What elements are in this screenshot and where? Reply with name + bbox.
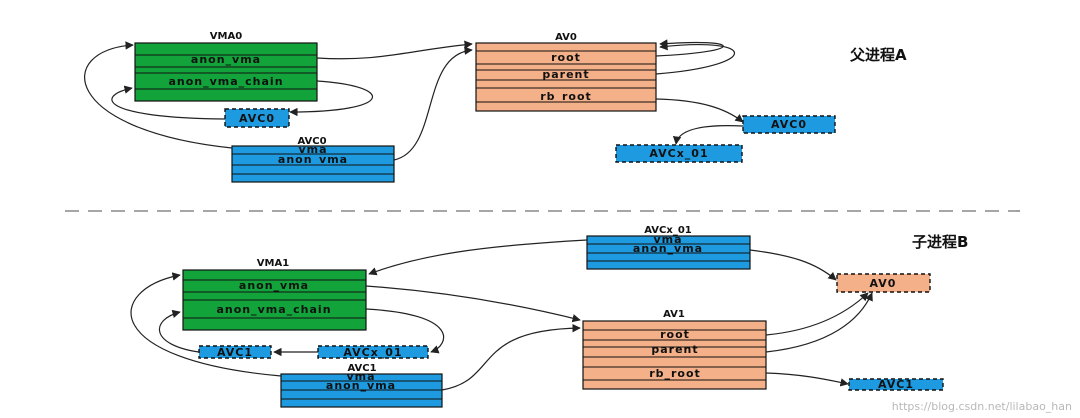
watermark-text: https://blog.csdn.net/lilabao_han: [892, 400, 1072, 413]
arrow-avcx01-anonvma-to-av0: [749, 249, 837, 281]
arrow-avc0-vma-to-vma0: [84, 41, 233, 149]
av1-box: [582, 320, 767, 390]
av0-field-rb-root: rb_root: [540, 90, 592, 103]
vma1-struct: VMA1 anon_vma anon_vma_chain: [182, 258, 367, 331]
arrow-vma1-to-av1: [365, 285, 581, 323]
arrow-av0-parent-self: [655, 42, 736, 75]
arrow-avc0-to-vma0-chain: [111, 85, 226, 120]
av1-field-root: root: [660, 328, 690, 341]
vma1-title: VMA1: [257, 258, 289, 269]
avc0-title: AVC0: [297, 136, 326, 147]
arrow-vma0-to-av0: [316, 40, 473, 60]
vma0-struct: VMA0 anon_vma anon_vma_chain: [134, 31, 318, 102]
arrow-avc1-to-vma1-chain: [158, 309, 200, 353]
avcx01-field-vma: vma: [653, 233, 682, 246]
vma1-field-anon-vma-chain: anon_vma_chain: [216, 303, 331, 316]
arrow-av1-rbroot-to-avc1: [765, 372, 849, 387]
avc0-box: [231, 145, 395, 183]
avc1-struct: AVC1 vma anon_vma: [280, 363, 443, 408]
avcx01-tree-node: AVCx_01: [615, 144, 743, 163]
vma0-title: VMA0: [210, 31, 242, 42]
av1-struct: AV1 root parent rb_root: [582, 309, 767, 390]
arrow-avc1-vma-to-vma1: [130, 272, 282, 377]
avc1-chain-label: AVC1: [217, 346, 253, 359]
child-arrows: [130, 239, 873, 391]
avc0-field-vma: vma: [298, 143, 327, 156]
arrow-vma0-chain-to-avc0: [289, 80, 374, 117]
arrow-av1-root-to-av0: [765, 292, 869, 336]
arrow-av1-parent-to-av0: [765, 292, 873, 353]
vma0-box: [134, 42, 318, 102]
av0-box: [475, 42, 657, 112]
avcx01-tree-label: AVCx_01: [649, 147, 708, 160]
parent-process-label: 父进程A: [849, 46, 907, 64]
av1-title: AV1: [663, 309, 685, 320]
av0-node-child: AV0: [836, 273, 931, 293]
avc1-field-vma: vma: [346, 370, 375, 383]
child-process-label: 子进程B: [912, 233, 968, 251]
arrow-vma1-chain-to-avcx01: [365, 308, 445, 354]
arrow-avc0-to-avcx01: [672, 125, 744, 145]
arrow-av0-rbroot-to-avc0: [655, 98, 744, 123]
arrow-avcx01-vma-to-vma1: [368, 239, 588, 276]
avc0-struct: AVC0 vma anon_vma: [231, 136, 395, 183]
avcx01-chain-label: AVCx_01: [343, 346, 402, 359]
arrow-avc1-anonvma-to-av1: [441, 323, 581, 391]
av0-field-root: root: [551, 51, 581, 64]
avcx01-title: AVCx_01: [644, 225, 692, 236]
av0-struct: AV0 root parent rb_root: [475, 32, 657, 112]
avcx01-struct: AVCx_01 vma anon_vma: [586, 225, 751, 270]
avc1-tree-node: AVC1: [848, 378, 944, 391]
arrow-avc0-anonvma-to-av0: [393, 46, 473, 161]
av1-field-parent: parent: [651, 343, 698, 356]
avc0-tree-label: AVC0: [771, 118, 807, 131]
av0-child-label: AV0: [870, 277, 897, 290]
vma0-field-anon-vma: anon_vma: [191, 53, 261, 66]
parent-arrows: [84, 39, 744, 161]
avc1-tree-label: AVC1: [878, 378, 914, 391]
vma0-field-anon-vma-chain: anon_vma_chain: [168, 75, 283, 88]
avcx01-field-anon-vma: anon_vma: [633, 242, 703, 255]
av0-field-parent: parent: [542, 68, 589, 81]
avcx01-chain-node: AVCx_01: [317, 345, 429, 359]
avc1-chain-node: AVC1: [198, 345, 272, 359]
av1-field-rb-root: rb_root: [649, 367, 701, 380]
vma1-field-anon-vma: anon_vma: [239, 279, 309, 292]
avc0-field-anon-vma: anon_vma: [278, 153, 348, 166]
avc1-title: AVC1: [347, 363, 376, 374]
avc1-field-anon-vma: anon_vma: [326, 379, 396, 392]
avc0-tree-node: AVC0: [742, 115, 836, 134]
avc0-chain-label: AVC0: [239, 112, 275, 125]
avc0-chain-node: AVC0: [224, 108, 290, 128]
av0-title: AV0: [555, 32, 577, 43]
